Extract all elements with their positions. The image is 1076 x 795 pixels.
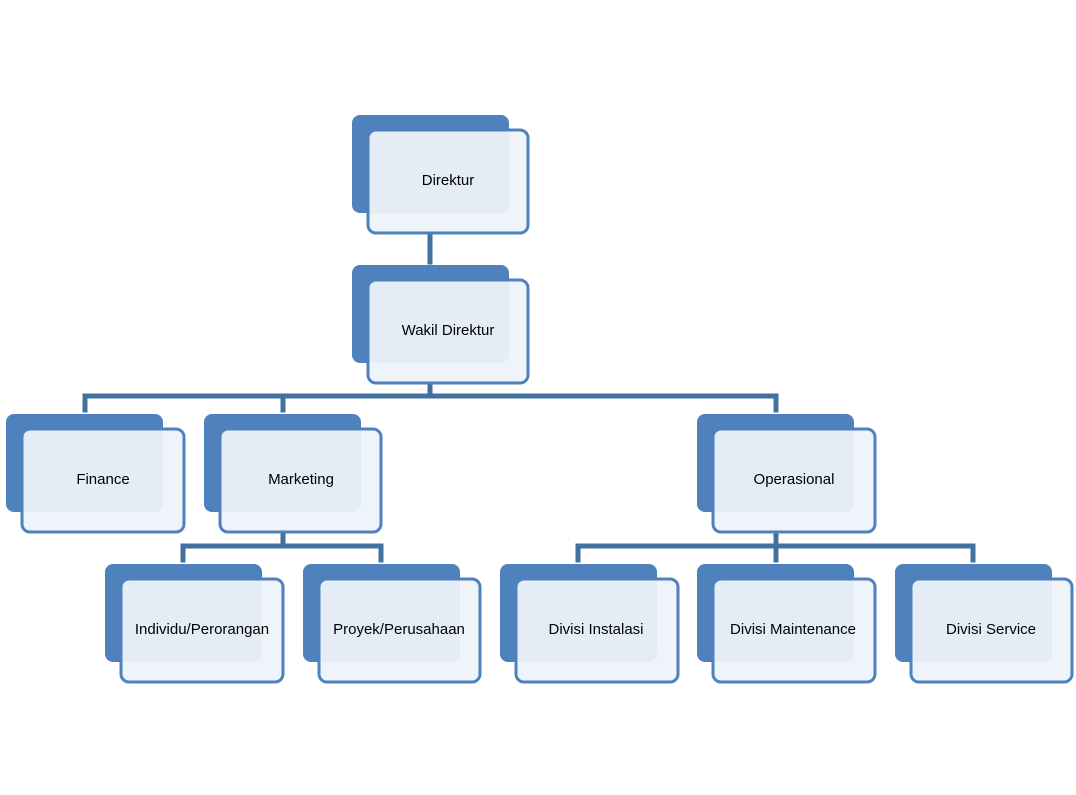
node-operasional: Operasional bbox=[697, 414, 877, 534]
node-label-divisi-instalasi: Divisi Instalasi bbox=[548, 621, 643, 638]
node-front-box bbox=[218, 427, 383, 534]
node-label-divisi-maintenance: Divisi Maintenance bbox=[730, 621, 856, 638]
node-front-box bbox=[711, 577, 877, 684]
node-direktur: Direktur bbox=[352, 115, 530, 235]
connector-lines bbox=[82, 232, 976, 563]
node-divisi-maintenance: Divisi Maintenance bbox=[697, 564, 877, 684]
node-front-box bbox=[20, 427, 186, 534]
node-wakil-direktur: Wakil Direktur bbox=[352, 265, 530, 385]
node-front-box bbox=[119, 577, 285, 684]
node-label-wakil-direktur: Wakil Direktur bbox=[402, 322, 495, 339]
node-label-direktur: Direktur bbox=[422, 172, 475, 189]
node-divisi-instalasi: Divisi Instalasi bbox=[500, 564, 680, 684]
node-divisi-service: Divisi Service bbox=[895, 564, 1074, 684]
node-label-finance: Finance bbox=[76, 471, 129, 488]
node-individu: Individu/Perorangan bbox=[105, 564, 285, 684]
node-label-operasional: Operasional bbox=[754, 471, 835, 488]
node-marketing: Marketing bbox=[204, 414, 383, 534]
node-label-proyek: Proyek/Perusahaan bbox=[333, 621, 465, 638]
node-front-box bbox=[317, 577, 482, 684]
node-front-box bbox=[366, 278, 530, 385]
node-front-box bbox=[909, 577, 1074, 684]
node-front-box bbox=[711, 427, 877, 534]
node-proyek: Proyek/Perusahaan bbox=[303, 564, 482, 684]
node-front-box bbox=[514, 577, 680, 684]
node-front-box bbox=[366, 128, 530, 235]
node-label-marketing: Marketing bbox=[268, 471, 334, 488]
node-finance: Finance bbox=[6, 414, 186, 534]
node-label-divisi-service: Divisi Service bbox=[946, 621, 1036, 638]
node-label-individu: Individu/Perorangan bbox=[135, 621, 269, 638]
